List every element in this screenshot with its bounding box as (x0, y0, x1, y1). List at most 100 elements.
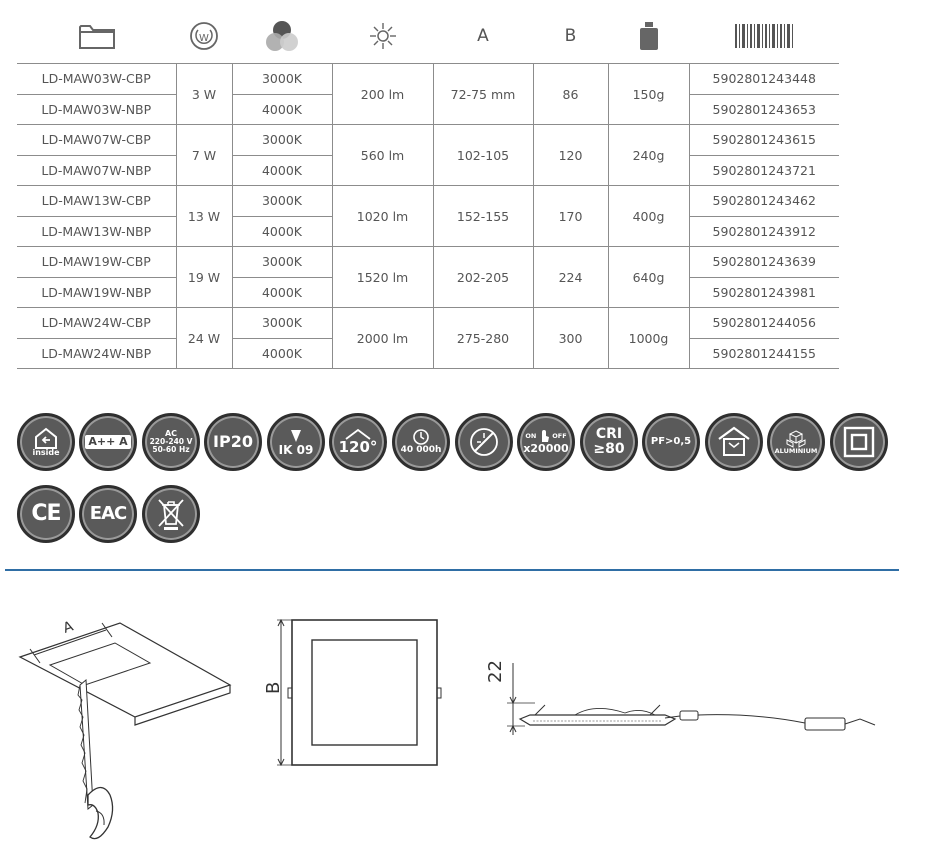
header-model (17, 14, 176, 58)
table-row: LD-MAW19W-CBP 19 W 3000K 1520 lm 202-205… (17, 246, 839, 308)
cct-cell: 3000K (232, 185, 333, 217)
weight-cell: 640g (608, 246, 690, 308)
power-factor-icon: PF>0,5 (642, 413, 700, 471)
header-a: A (433, 14, 533, 58)
installation-drawing: A (18, 618, 232, 840)
ean-cell: 5902801243462 (689, 185, 839, 217)
cri-label: CRI (595, 426, 623, 443)
ean-cell: 5902801243981 (689, 277, 839, 308)
no-dimming-icon (455, 413, 513, 471)
ac-label: AC (164, 428, 178, 438)
dimension-b-label: B (263, 682, 284, 694)
table-row: LD-MAW03W-CBP 3 W 3000K 200 lm 72-75 mm … (17, 63, 839, 125)
beam-angle-icon: 120° (329, 413, 387, 471)
side-view-drawing: 22 (485, 660, 876, 735)
table-row: LD-MAW24W-CBP 24 W 3000K 2000 lm 275-280… (17, 307, 839, 369)
folder-icon (78, 25, 115, 49)
ip-label: IP20 (213, 431, 253, 451)
cct-cell: 3000K (232, 246, 333, 278)
table-row: LD-MAW07W-NBP 4000K 5902801243721 (17, 155, 839, 186)
dim-b-cell: 86 (533, 63, 609, 125)
switch-cycles-label: x20000 (523, 442, 569, 456)
switching-cycles-icon: ON OFF x20000 (517, 413, 575, 471)
ean-cell: 5902801243448 (689, 63, 839, 95)
switch-on-label: ON (525, 431, 537, 440)
dim-a-cell: 202-205 (433, 246, 534, 308)
lumen-cell: 560 lm (332, 124, 434, 186)
ean-cell: 5902801244056 (689, 307, 839, 339)
power-cell: 13 W (176, 185, 233, 247)
power-cell: 19 W (176, 246, 233, 308)
power-cell: 7 W (176, 124, 233, 186)
model-cell: LD-MAW03W-NBP (17, 94, 177, 125)
front-view-drawing: B (263, 618, 442, 767)
header-cct (232, 14, 332, 58)
barcode-icon (735, 24, 793, 48)
model-cell: LD-MAW03W-CBP (17, 63, 177, 95)
ean-cell: 5902801243639 (689, 246, 839, 278)
dimension-b-label: B (564, 26, 577, 46)
table-row: LD-MAW24W-NBP 4000K 5902801244155 (17, 338, 839, 369)
dimension-a-label: A (61, 618, 76, 636)
model-cell: LD-MAW24W-NBP (17, 338, 177, 369)
cct-cell: 3000K (232, 307, 333, 339)
ce-label: CE (31, 501, 61, 527)
cct-cell: 4000K (232, 338, 333, 369)
dim-b-cell: 120 (533, 124, 609, 186)
header-lumen (332, 14, 433, 58)
model-cell: LD-MAW13W-NBP (17, 216, 177, 247)
cct-cell: 3000K (232, 63, 333, 95)
cct-cell: 4000K (232, 216, 333, 247)
aluminium-label: ALUMINIUM (774, 446, 818, 455)
header-ean (689, 14, 839, 58)
lumen-cell: 2000 lm (332, 307, 434, 369)
eac-label: EAC (89, 502, 127, 524)
dim-b-cell: 170 (533, 185, 609, 247)
header-b: B (533, 14, 608, 58)
lifetime-label: 40 000h (400, 445, 442, 456)
ean-cell: 5902801243721 (689, 155, 839, 186)
weight-icon (639, 22, 658, 50)
frequency-label: 50-60 Hz (152, 445, 190, 455)
ean-cell: 5902801244155 (689, 338, 839, 369)
ik09-icon: IK 09 (267, 413, 325, 471)
power-cell: 24 W (176, 307, 233, 369)
ac-voltage-icon: AC 220-240 V 50-60 Hz (142, 413, 200, 471)
model-cell: LD-MAW07W-NBP (17, 155, 177, 186)
table-row: LD-MAW13W-NBP 4000K 5902801243912 (17, 216, 839, 247)
switch-off-label: OFF (552, 431, 567, 440)
energy-class-icon: A++ A (79, 413, 137, 471)
voltage-label: 220-240 V (149, 437, 193, 447)
model-cell: LD-MAW07W-CBP (17, 124, 177, 156)
inside-icon: inside (17, 413, 75, 471)
lifetime-icon: 40 000h (392, 413, 450, 471)
header-weight (608, 14, 689, 58)
cri-value: ≥80 (593, 441, 625, 457)
weight-cell: 400g (608, 185, 690, 247)
lumen-cell: 1020 lm (332, 185, 434, 247)
ik-label: IK 09 (278, 442, 314, 457)
table-row: LD-MAW07W-CBP 7 W 3000K 560 lm 102-105 1… (17, 124, 839, 186)
class-ii-icon (830, 413, 888, 471)
power-factor-label: PF>0,5 (650, 435, 692, 447)
cri-icon: CRI ≥80 (580, 413, 638, 471)
ean-cell: 5902801243653 (689, 94, 839, 125)
dimension-a-label: A (477, 26, 489, 46)
model-cell: LD-MAW19W-NBP (17, 277, 177, 308)
cct-cell: 4000K (232, 277, 333, 308)
table-row: LD-MAW19W-NBP 4000K 5902801243981 (17, 277, 839, 308)
energy-label: A++ A (85, 435, 131, 449)
ean-cell: 5902801243615 (689, 124, 839, 156)
color-temperature-icon (266, 21, 298, 51)
power-cell: 3 W (176, 63, 233, 125)
weight-cell: 240g (608, 124, 690, 186)
aluminium-icon: ALUMINIUM (767, 413, 825, 471)
lumen-cell: 200 lm (332, 63, 434, 125)
inside-label: inside (32, 447, 60, 457)
dim-a-cell: 72-75 mm (433, 63, 534, 125)
dim-b-cell: 300 (533, 307, 609, 369)
angle-label: 120° (338, 438, 378, 457)
cct-cell: 4000K (232, 94, 333, 125)
dim-a-cell: 102-105 (433, 124, 534, 186)
header-power: W (176, 14, 232, 58)
